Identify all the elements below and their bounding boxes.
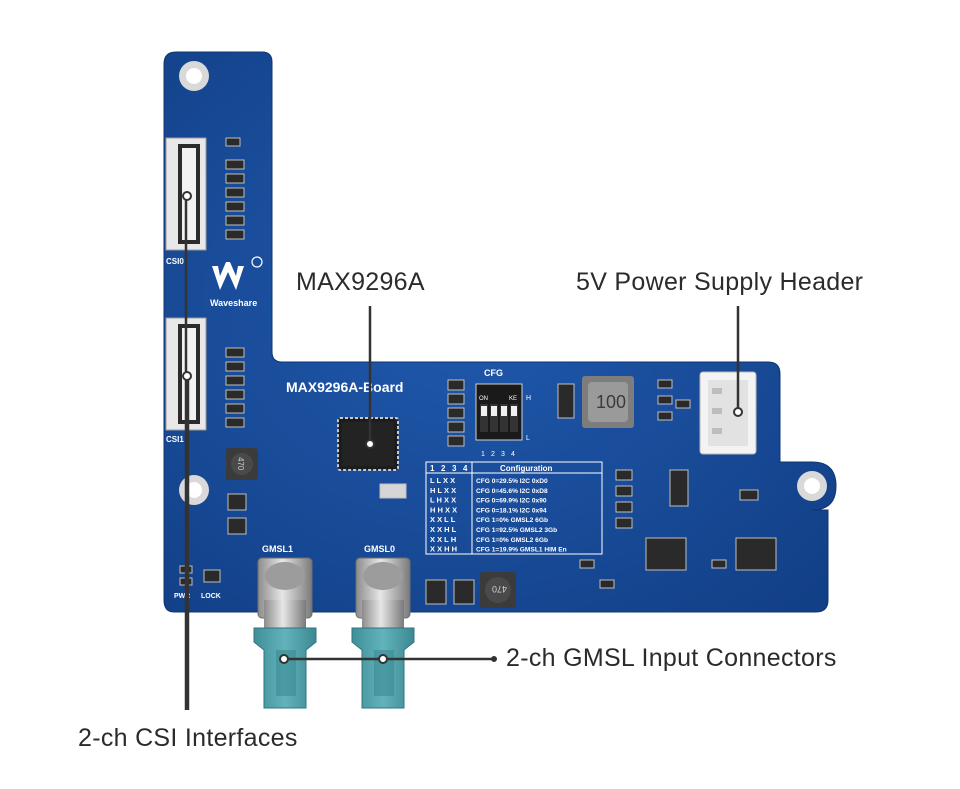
config-row-bits: X X H L <box>430 525 457 534</box>
config-row-bits: L H X X <box>430 496 456 505</box>
callout-power-header: 5V Power Supply Header <box>576 268 864 296</box>
svg-text:4: 4 <box>511 451 515 458</box>
pwr-label: PWR <box>174 593 190 600</box>
config-row-desc: CFG 1=19.9% GMSL1 HIM En <box>476 547 567 554</box>
config-title: Configuration <box>500 464 553 473</box>
config-row-desc: CFG 1=0% GMSL2 6Gb <box>476 537 548 544</box>
leader-dots <box>182 191 743 664</box>
config-row-bits: X X H H <box>430 545 457 554</box>
inductor-left: 470 <box>226 448 258 480</box>
svg-text:KE: KE <box>509 396 517 402</box>
switch-title: CFG <box>484 368 503 378</box>
config-row-bits: H H X X <box>430 505 457 514</box>
callout-gmsl-connectors: 2-ch GMSL Input Connectors <box>506 644 837 672</box>
gmsl1-label: GMSL1 <box>262 544 293 554</box>
config-row-desc: CFG 0=69.9% I2C 0x90 <box>476 498 547 505</box>
config-row-bits: L L X X <box>430 476 455 485</box>
gmsl-connector-1 <box>253 557 317 709</box>
brand-label: Waveshare <box>210 298 257 308</box>
svg-text:L: L <box>526 435 530 442</box>
config-row-desc: CFG 1=92.5% GMSL2 3Gb <box>476 527 557 534</box>
csi-passives <box>225 137 245 428</box>
csi0-label: CSI0 <box>166 257 184 266</box>
svg-text:ON: ON <box>479 396 488 402</box>
config-header-4: 4 <box>463 464 468 473</box>
svg-text:470: 470 <box>236 457 245 471</box>
svg-text:2: 2 <box>491 451 495 458</box>
config-row-bits: X X L H <box>430 535 456 544</box>
config-row-desc: CFG 0=29.5% I2C 0xD0 <box>476 478 548 485</box>
svg-text:3: 3 <box>501 451 505 458</box>
csi1-label: CSI1 <box>166 435 184 444</box>
config-row-desc: CFG 1=0% GMSL2 6Gb <box>476 517 548 524</box>
inductor-mark: 100 <box>596 392 626 412</box>
gmsl0-label: GMSL0 <box>364 544 395 554</box>
config-rows: L L X X CFG 0=29.5% I2C 0xD0 H L X X CFG 0=… <box>430 476 567 554</box>
cfg-dip-switch: CFG ON KE H L 1 2 3 4 <box>475 368 531 458</box>
leader-lines <box>184 196 740 710</box>
board-name: MAX9296A-Board <box>286 379 403 395</box>
callout-chip: MAX9296A <box>296 268 425 296</box>
inductor-bottom: 470 <box>480 572 516 608</box>
power-header-5v <box>699 371 757 455</box>
config-row-bits: H L X X <box>430 486 456 495</box>
svg-text:H: H <box>526 395 531 402</box>
svg-text:470: 470 <box>492 584 507 594</box>
config-row-desc: CFG 0=18.1% I2C 0x94 <box>476 507 547 514</box>
inductor-main: 100 <box>582 376 634 428</box>
pcb-board <box>163 51 837 613</box>
config-row-bits: X X L L <box>430 515 456 524</box>
lock-label: LOCK <box>201 593 221 600</box>
config-header-3: 3 <box>452 464 457 473</box>
config-row-desc: CFG 0=45.6% I2C 0xD8 <box>476 488 548 495</box>
waveshare-logo: Waveshare <box>210 256 263 308</box>
svg-text:1: 1 <box>481 451 485 458</box>
config-header-1: 1 <box>430 464 435 473</box>
gmsl-connector-0 <box>351 557 415 709</box>
config-table: 1 2 3 4 Configuration <box>425 461 603 555</box>
config-header-2: 2 <box>441 464 446 473</box>
callout-csi-interfaces: 2-ch CSI Interfaces <box>78 724 298 752</box>
